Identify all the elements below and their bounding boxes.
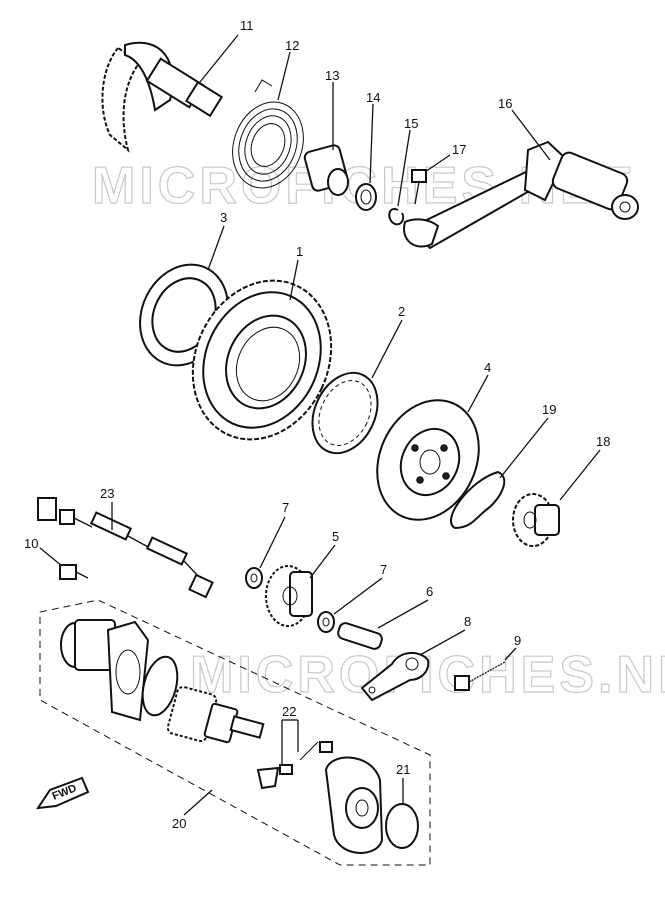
leader-9: [504, 647, 517, 661]
callout-14: 14: [366, 90, 380, 105]
callout-3: 3: [220, 210, 227, 225]
washer-14: [355, 183, 377, 211]
callout-2: 2: [398, 304, 405, 319]
starter-end-cover: [324, 756, 384, 854]
o-ring: [141, 655, 179, 717]
leader-16: [511, 109, 551, 161]
leader-2: [371, 319, 403, 379]
leader-20: [183, 789, 213, 816]
leader-5: [309, 544, 336, 579]
leader-6: [377, 599, 429, 629]
cap-21: [385, 803, 419, 849]
brush-set-22: [256, 741, 333, 790]
callout-10: 10: [24, 536, 38, 551]
kick-lever: [403, 140, 639, 250]
clutch-plate: [376, 399, 480, 521]
callout-20: 20: [172, 816, 186, 831]
leader-4: [467, 374, 489, 413]
leader-15: [397, 129, 411, 207]
clip-19: [450, 470, 506, 530]
leader-12: [277, 51, 291, 101]
circlip-15: [388, 208, 405, 226]
leader-1: [289, 259, 299, 301]
bolt-17: [411, 169, 427, 205]
watermark-bottom: MICROFICHES.NET: [190, 646, 665, 704]
callout-22: 22: [282, 704, 296, 719]
shaft-6: [337, 622, 383, 650]
callout-1: 1: [296, 244, 303, 259]
gear-18: [512, 493, 560, 547]
armature: [166, 685, 265, 744]
washer-7b: [317, 611, 335, 633]
collar-13: [303, 144, 349, 196]
leader-8: [419, 629, 466, 656]
leader-7b: [333, 577, 383, 615]
callout-7a: 7: [282, 500, 289, 515]
callout-11: 11: [240, 18, 254, 33]
callout-23: 23: [100, 486, 114, 501]
starter-clutch-gear: [191, 279, 333, 441]
leader-10: [39, 547, 63, 567]
callout-19: 19: [542, 402, 556, 417]
washer-7a: [245, 567, 263, 589]
leader-3: [207, 225, 225, 271]
callout-16: 16: [498, 96, 512, 111]
one-way-clutch: [311, 371, 379, 455]
leader-11: [199, 34, 239, 83]
callout-21: 21: [396, 762, 410, 777]
callout-4: 4: [484, 360, 491, 375]
callout-15: 15: [404, 116, 418, 131]
screw-9: [454, 661, 506, 691]
callout-8: 8: [464, 614, 471, 629]
kick-spring: [232, 79, 304, 189]
kick-gear-shaft: [101, 41, 224, 153]
leader-14: [369, 103, 374, 184]
starter-motor-housing: [60, 619, 150, 722]
callout-7b: 7: [380, 562, 387, 577]
leader-19: [499, 417, 549, 479]
callout-13: 13: [325, 68, 339, 83]
leader-18: [559, 449, 601, 501]
leader-7a: [259, 516, 286, 569]
fwd-arrow: FWD: [35, 776, 90, 810]
idle-gear-5: [265, 565, 313, 627]
callout-6: 6: [426, 584, 433, 599]
callout-17: 17: [452, 142, 466, 157]
bolt-10: [59, 564, 89, 580]
callout-5: 5: [332, 529, 339, 544]
leader-17: [424, 154, 451, 173]
callout-9: 9: [514, 633, 521, 648]
callout-18: 18: [596, 434, 610, 449]
plate-8: [360, 652, 430, 702]
lead-wire-23: [37, 497, 214, 599]
callout-12: 12: [285, 38, 299, 53]
